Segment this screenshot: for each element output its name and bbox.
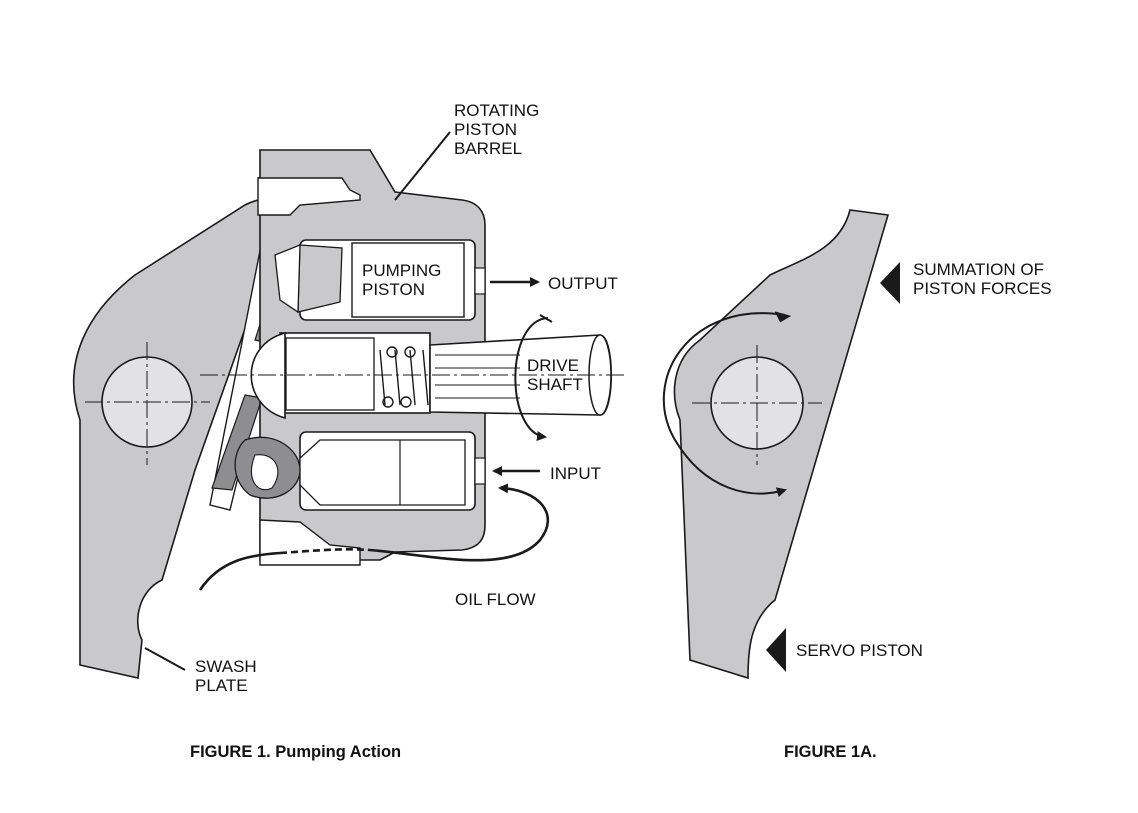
caption-figure-1a: FIGURE 1A.	[784, 743, 877, 761]
rotation-arrow	[514, 317, 549, 441]
lower-piston	[234, 431, 486, 511]
drive-shaft	[200, 314, 625, 441]
label-drive-shaft: DRIVE SHAFT	[527, 356, 583, 394]
label-oil-flow: OIL FLOW	[455, 590, 536, 609]
label-rotating-piston-barrel: ROTATING PISTON BARREL	[454, 101, 540, 158]
label-swash-plate: SWASH PLATE	[195, 657, 257, 695]
caption-figure-1: FIGURE 1. Pumping Action	[190, 743, 402, 761]
figure-1	[72, 131, 625, 679]
summation-arrow	[880, 262, 900, 304]
oil-flow-line	[198, 483, 550, 591]
leader-barrel	[394, 131, 451, 201]
servo-arrow	[766, 628, 786, 672]
label-output: OUTPUT	[548, 274, 618, 293]
pumping-piston	[274, 239, 486, 321]
label-summation: SUMMATION OF PISTON FORCES	[913, 260, 1052, 298]
moment-arrow	[662, 312, 787, 498]
figure-1a	[662, 209, 900, 680]
label-pumping-piston: PUMPING PISTON	[362, 261, 442, 299]
swash-plate-1a	[673, 209, 890, 680]
leader-swash	[144, 647, 186, 671]
label-servo-piston: SERVO PISTON	[796, 641, 923, 660]
label-input: INPUT	[550, 464, 601, 483]
spring	[379, 346, 429, 408]
swash-plate-hub-1a	[692, 345, 822, 465]
swash-plate-hub	[85, 342, 210, 465]
